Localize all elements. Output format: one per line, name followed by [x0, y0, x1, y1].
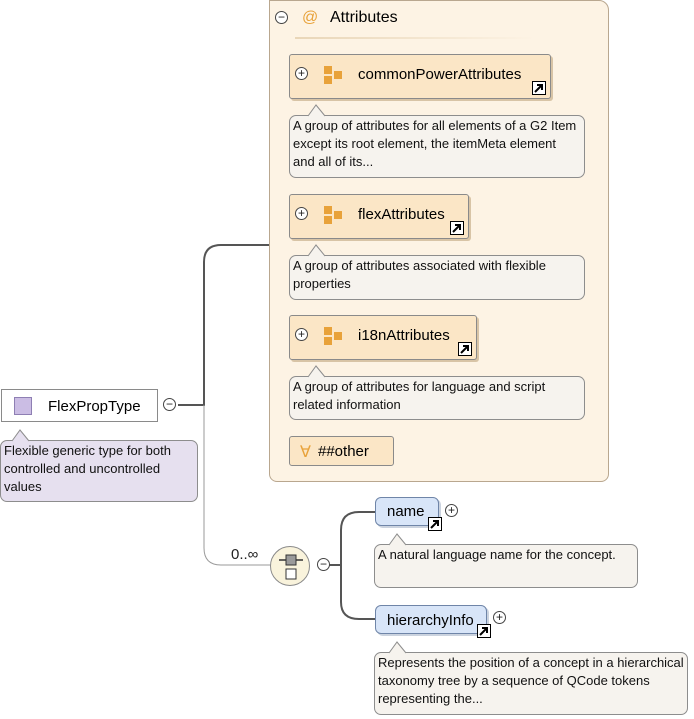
type-collapse-button[interactable]: −: [163, 398, 176, 411]
attribute-group-label: i18nAttributes: [358, 327, 450, 344]
note-pointer: [307, 104, 326, 117]
link-arrow-icon[interactable]: [532, 81, 546, 95]
note-pointer: [388, 641, 407, 654]
expand-button[interactable]: +: [295, 67, 308, 80]
expand-button[interactable]: +: [445, 504, 458, 517]
link-arrow-icon[interactable]: [428, 517, 442, 531]
element-note: A natural language name for the concept.: [374, 544, 638, 588]
sequence-collapse-button[interactable]: −: [317, 558, 330, 571]
note-pointer: [388, 533, 407, 546]
attribute-group-note: A group of attributes associated with fl…: [289, 255, 585, 300]
attribute-group-note: A group of attributes for language and s…: [289, 376, 585, 420]
attribute-group-i18n[interactable]: + i18nAttributes: [289, 315, 477, 360]
note-pointer: [307, 244, 326, 257]
sequence-cardinality: 0..∞: [231, 546, 259, 563]
sequence-icon: [279, 554, 303, 580]
note-pointer: [307, 365, 326, 378]
attribute-group-common-power[interactable]: + commonPowerAttributes: [289, 54, 551, 99]
attribute-group-icon: [324, 206, 344, 224]
any-attribute-label: ##other: [318, 443, 369, 460]
note-pointer: [11, 429, 30, 442]
link-arrow-icon[interactable]: [477, 624, 491, 638]
link-arrow-icon[interactable]: [458, 342, 472, 356]
attribute-group-flex[interactable]: + flexAttributes: [289, 194, 469, 239]
attribute-group-icon: [324, 327, 344, 345]
complex-type-icon: [14, 397, 32, 415]
expand-button[interactable]: +: [493, 611, 506, 624]
any-attribute-other[interactable]: ∀ ##other: [289, 436, 394, 466]
element-hierarchyinfo[interactable]: hierarchyInfo: [375, 605, 487, 634]
any-attribute-icon: ∀: [300, 444, 311, 461]
sequence-compositor[interactable]: [270, 546, 310, 586]
attribute-group-label: flexAttributes: [358, 206, 445, 223]
attributes-title-underline: [295, 37, 535, 39]
type-flexproptype[interactable]: FlexPropType: [1, 389, 158, 422]
attribute-group-label: commonPowerAttributes: [358, 66, 522, 83]
element-note: Represents the position of a concept in …: [374, 652, 688, 715]
element-label: name: [387, 503, 425, 520]
link-arrow-icon[interactable]: [450, 221, 464, 235]
attribute-group-note: A group of attributes for all elements o…: [289, 115, 585, 178]
attributes-title: Attributes: [330, 9, 398, 26]
expand-button[interactable]: +: [295, 207, 308, 220]
type-note: Flexible generic type for both controlle…: [0, 440, 198, 502]
expand-button[interactable]: +: [295, 328, 308, 341]
attributes-collapse-button[interactable]: −: [275, 11, 288, 24]
attribute-at-icon: @: [302, 9, 319, 26]
type-label: FlexPropType: [48, 398, 141, 415]
element-label: hierarchyInfo: [387, 612, 474, 629]
attribute-group-icon: [324, 66, 344, 84]
